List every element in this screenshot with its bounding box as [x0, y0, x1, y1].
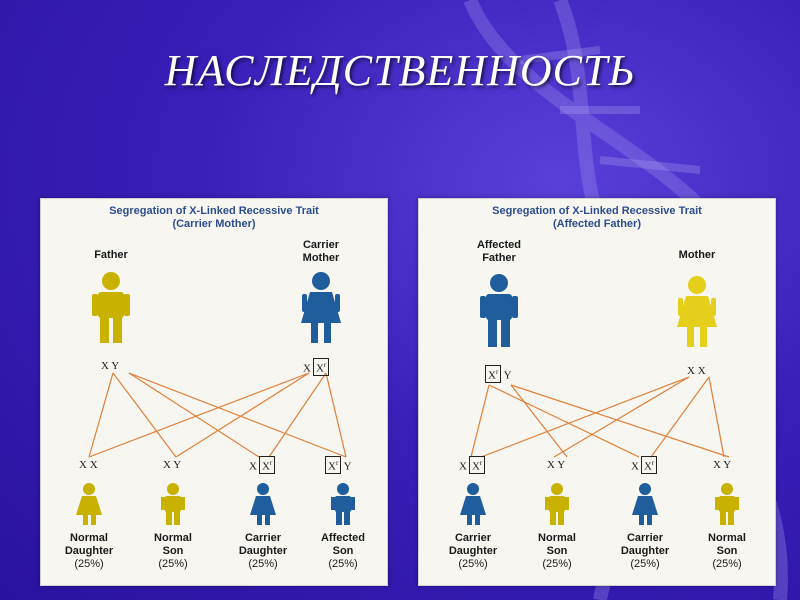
father-label: Father — [94, 249, 128, 261]
page-title: НАСЛЕДСТВЕННОСТЬ — [164, 46, 636, 95]
cross-lines — [460, 274, 739, 525]
normal-daughter-icon — [76, 483, 102, 525]
child-2-genotype: X Y — [547, 459, 566, 471]
mother-genotype: X X — [687, 365, 706, 377]
panel-title: Segregation of X-Linked Recessive Trait … — [41, 205, 387, 231]
mother-icon — [677, 276, 717, 347]
panel-title-line1: Segregation of X-Linked Recessive Trait — [109, 205, 319, 217]
child-3-label: Carrier Daughter (25%) — [620, 532, 670, 570]
cross-lines — [76, 272, 355, 525]
genotype-plain: X — [303, 362, 311, 375]
carrier-daughter-icon — [460, 483, 486, 525]
carrier-daughter-icon — [250, 483, 276, 525]
mother-label-line2: Mother — [302, 252, 340, 264]
child-3-label: Carrier Daughter (25%) — [238, 532, 288, 570]
panel-title-line2: (Affected Father) — [552, 218, 641, 230]
mother-label-line1: Carrier — [302, 239, 340, 251]
child-4-genotype: X Y — [713, 459, 732, 471]
carrier-mother-icon — [301, 272, 341, 343]
father-genotype: X Y — [101, 360, 120, 372]
child-4-label: Affected Son (25%) — [320, 532, 365, 570]
child-2-label: Normal Son (25%) — [154, 532, 192, 570]
father-icon — [92, 272, 130, 343]
normal-son-icon — [545, 483, 569, 525]
panel-title-line1: Segregation of X-Linked Recessive Trait — [492, 205, 702, 217]
panel-title: Segregation of X-Linked Recessive Trait … — [419, 205, 775, 231]
panel-carrier-mother: Segregation of X-Linked Recessive Trait … — [40, 198, 388, 586]
father-label: Affected Father — [476, 239, 521, 264]
panel-affected-father: Segregation of X-Linked Recessive Trait … — [418, 198, 776, 586]
normal-son-icon — [715, 483, 739, 525]
normal-son-icon — [161, 483, 185, 525]
child-2-genotype: X Y — [163, 459, 182, 471]
child-4-genotype: Xr Y — [323, 456, 352, 474]
father-genotype: Xr Y — [483, 365, 512, 383]
child-4-label: Normal Son (25%) — [708, 532, 746, 570]
affected-son-icon — [331, 483, 355, 525]
mother-label: Mother — [678, 249, 716, 261]
genotype-boxed: Xr — [312, 358, 330, 376]
child-1-genotype: X X — [79, 459, 98, 471]
child-1-label: Carrier Daughter (25%) — [448, 532, 498, 570]
child-1-label: Normal Daughter (25%) — [64, 532, 114, 570]
carrier-daughter-icon — [632, 483, 658, 525]
mother-label: Carrier Mother — [291, 239, 351, 265]
child-2-label: Normal Son (25%) — [538, 532, 576, 570]
panel-title-line2: (Carrier Mother) — [172, 218, 256, 230]
affected-father-icon — [480, 274, 518, 347]
